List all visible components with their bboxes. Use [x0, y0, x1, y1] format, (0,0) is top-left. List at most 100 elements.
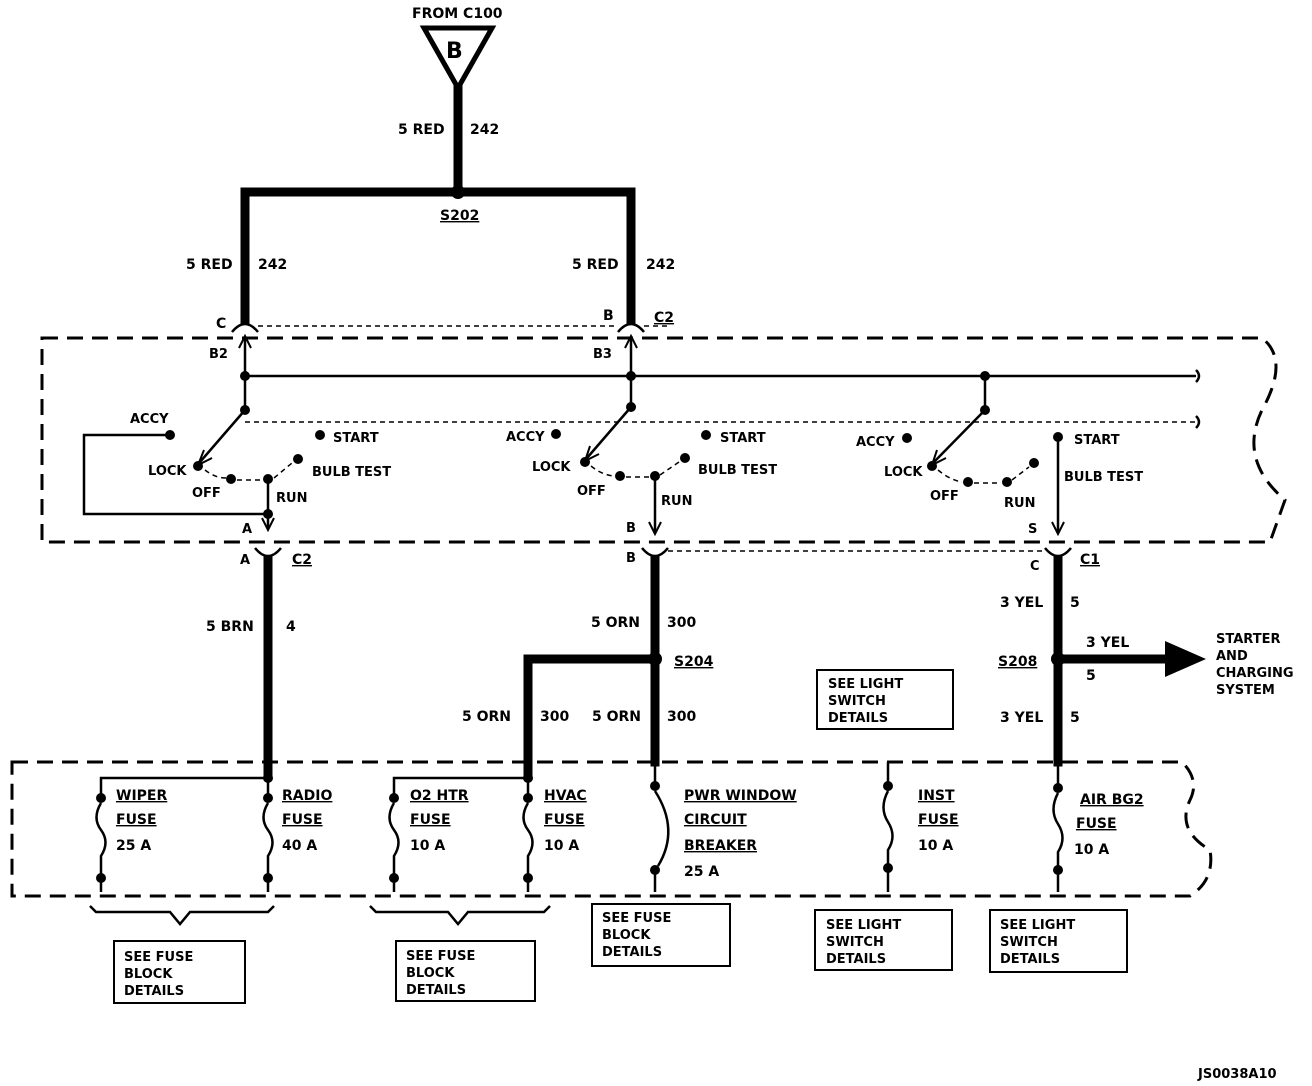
svg-text:40 A: 40 A: [282, 838, 317, 854]
note-light-switch-mid: SEE LIGHT SWITCH DETAILS: [816, 669, 954, 730]
svg-text:FUSE: FUSE: [1076, 816, 1117, 832]
svg-text:DETAILS: DETAILS: [124, 984, 184, 999]
sw3-off: OFF: [930, 489, 959, 504]
figure-id: JS0038A10: [1197, 1067, 1277, 1082]
out-b-top-gauge: 5 ORN: [591, 615, 640, 631]
fuse-hvac: HVAC FUSE 10 A: [522, 788, 587, 892]
pin-b2: B2: [209, 347, 228, 362]
svg-text:BLOCK: BLOCK: [406, 966, 455, 981]
right-branch-gauge: 5 RED: [572, 257, 619, 273]
splice-s208-label: S208: [998, 654, 1037, 670]
svg-text:O2 HTR: O2 HTR: [410, 788, 469, 804]
svg-text:DETAILS: DETAILS: [826, 952, 886, 967]
top-connector-c: C: [216, 316, 226, 332]
svg-text:SEE FUSE: SEE FUSE: [124, 950, 193, 965]
splice-s202-label: S202: [440, 208, 479, 224]
source-label: FROM C100: [412, 6, 503, 22]
bot-pin-b-inner: B: [626, 521, 636, 536]
svg-text:BLOCK: BLOCK: [124, 967, 173, 982]
bot-connector-a: A: [240, 553, 250, 568]
sw3-run: RUN: [1004, 496, 1035, 511]
source-letter: B: [446, 39, 463, 64]
switch-section-3: ACCY LOCK OFF RUN START BULB TEST: [856, 409, 1143, 537]
svg-text:AND: AND: [1216, 649, 1248, 664]
svg-text:SEE FUSE: SEE FUSE: [602, 911, 671, 926]
fuse-radio: RADIO FUSE 40 A: [262, 788, 332, 892]
sw3-accy: ACCY: [856, 435, 895, 450]
sw2-start: START: [720, 431, 766, 446]
svg-text:AIR BG2: AIR BG2: [1080, 792, 1144, 808]
out-a-circuit: 4: [286, 619, 296, 635]
svg-text:10 A: 10 A: [1074, 842, 1109, 858]
out-c-bottom-circuit: 5: [1070, 710, 1080, 726]
sw1-lock: LOCK: [148, 464, 187, 479]
out-b-right-circuit: 300: [667, 709, 696, 725]
svg-text:STARTER: STARTER: [1216, 632, 1280, 647]
feed-wire-gauge: 5 RED: [398, 122, 445, 138]
sw2-off: OFF: [577, 484, 606, 499]
left-branch-circuit: 242: [258, 257, 287, 273]
svg-text:SWITCH: SWITCH: [1000, 935, 1058, 950]
svg-text:RADIO: RADIO: [282, 788, 332, 804]
svg-text:SEE FUSE: SEE FUSE: [406, 949, 475, 964]
svg-text:PWR WINDOW: PWR WINDOW: [684, 788, 797, 804]
sw1-start: START: [333, 431, 379, 446]
out-b-left-circuit: 300: [540, 709, 569, 725]
fuse-inst: INST FUSE 10 A: [882, 781, 959, 892]
sw1-bulb-test: BULB TEST: [312, 465, 391, 480]
svg-text:25 A: 25 A: [684, 864, 719, 880]
starter-charging-reference: STARTER AND CHARGING SYSTEM: [1216, 632, 1294, 698]
sw3-lock: LOCK: [884, 465, 923, 480]
out-c-arrow-circuit: 5: [1086, 668, 1096, 684]
svg-text:DETAILS: DETAILS: [1000, 952, 1060, 967]
sw3-bulb-test: BULB TEST: [1064, 470, 1143, 485]
svg-text:SWITCH: SWITCH: [826, 935, 884, 950]
svg-text:INST: INST: [918, 788, 955, 804]
note-fuse-block-1: SEE FUSE BLOCK DETAILS: [113, 940, 246, 1004]
svg-text:10 A: 10 A: [918, 838, 953, 854]
ignition-switch-enclosure: [40, 336, 1287, 544]
bot-connector-c2: C2: [292, 552, 312, 568]
svg-text:BLOCK: BLOCK: [602, 928, 651, 943]
out-b-right-gauge: 5 ORN: [592, 709, 641, 725]
svg-text:BREAKER: BREAKER: [684, 838, 757, 854]
right-branch-circuit: 242: [646, 257, 675, 273]
switch-section-1: ACCY LOCK OFF RUN START BULB TEST: [82, 409, 391, 533]
svg-text:HVAC: HVAC: [544, 788, 587, 804]
fuse-air-bg2: AIR BG2 FUSE 10 A: [1052, 783, 1144, 892]
svg-text:FUSE: FUSE: [116, 812, 157, 828]
bot-pin-s-inner: S: [1028, 522, 1037, 537]
svg-text:FUSE: FUSE: [282, 812, 323, 828]
bot-connector-b: B: [626, 551, 636, 566]
svg-text:DETAILS: DETAILS: [602, 945, 662, 960]
sw1-run: RUN: [276, 491, 307, 506]
sw1-accy: ACCY: [130, 412, 169, 427]
source-connector: FROM C100 B: [412, 6, 503, 94]
sw2-run: RUN: [661, 494, 692, 509]
out-c-top-gauge: 3 YEL: [1000, 595, 1043, 611]
svg-text:DETAILS: DETAILS: [828, 711, 888, 726]
svg-text:SWITCH: SWITCH: [828, 694, 886, 709]
feed-wire-circuit: 242: [470, 122, 499, 138]
bot-pin-a-inner: A: [242, 522, 252, 537]
splice-s204-label: S204: [674, 654, 714, 670]
fuse-o2-htr: O2 HTR FUSE 10 A: [388, 788, 469, 892]
out-c-arrow-gauge: 3 YEL: [1086, 635, 1129, 651]
pin-b3: B3: [593, 347, 612, 362]
out-b-top-circuit: 300: [667, 615, 696, 631]
svg-text:10 A: 10 A: [544, 838, 579, 854]
svg-text:FUSE: FUSE: [410, 812, 451, 828]
note-light-switch-2: SEE LIGHT SWITCH DETAILS: [989, 909, 1128, 973]
bot-connector-c: C: [1030, 559, 1040, 574]
svg-text:SYSTEM: SYSTEM: [1216, 683, 1275, 698]
sw2-accy: ACCY: [506, 430, 545, 445]
out-a-gauge: 5 BRN: [206, 619, 254, 635]
svg-text:CHARGING: CHARGING: [1216, 666, 1294, 681]
note-fuse-block-2: SEE FUSE BLOCK DETAILS: [395, 940, 536, 1002]
sw3-start: START: [1074, 433, 1120, 448]
out-b-left-gauge: 5 ORN: [462, 709, 511, 725]
switch-section-2: ACCY LOCK OFF RUN START BULB TEST: [506, 406, 777, 537]
svg-text:10 A: 10 A: [410, 838, 445, 854]
left-branch-gauge: 5 RED: [186, 257, 233, 273]
